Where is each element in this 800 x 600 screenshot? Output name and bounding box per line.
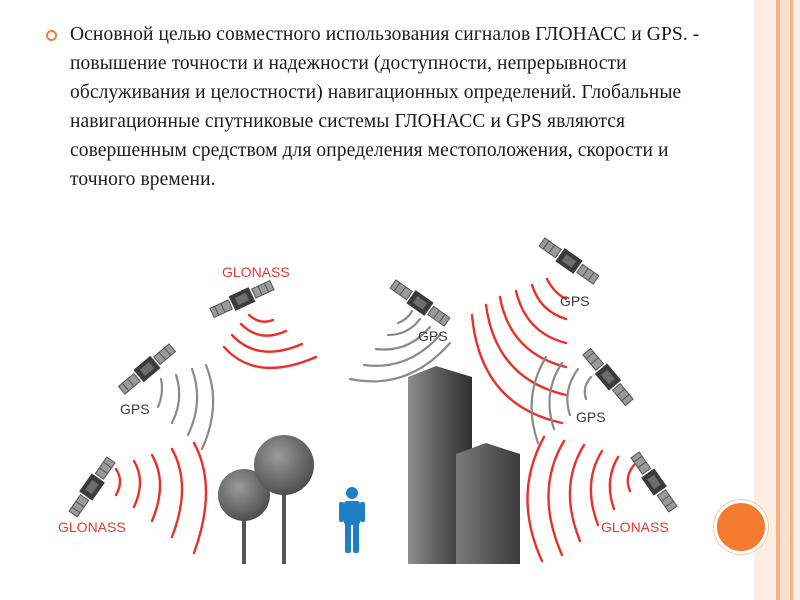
tree-left — [218, 469, 270, 564]
decorative-right-border — [754, 0, 800, 600]
satellite-icon-gps-right — [580, 346, 636, 408]
satellite-icon-glonass-top — [208, 277, 276, 321]
satellite-icon-gps-center — [387, 277, 453, 329]
accent-circle — [714, 500, 768, 554]
label-gps-center: GPS — [418, 328, 448, 344]
satellite-icon-glonass-left — [66, 454, 118, 520]
label-gps-right: GPS — [576, 409, 606, 425]
label-gps-right-top: GPS — [560, 293, 590, 309]
body-paragraph: Основной целью совместного использования… — [70, 24, 700, 190]
building-short — [456, 443, 520, 564]
glonass-gps-diagram: GLONASS GPS GLONASS GPS GPS GPS GLONASS — [46, 219, 700, 564]
person-icon — [339, 487, 365, 553]
bullet-point — [46, 30, 57, 41]
label-glonass-left: GLONASS — [58, 519, 126, 535]
signal-waves — [114, 277, 636, 563]
label-gps-left: GPS — [120, 401, 150, 417]
satellite-icon-glonass-right — [628, 449, 680, 515]
tree-right — [254, 435, 314, 564]
satellite-icon-gps-left — [116, 341, 178, 397]
label-glonass-top: GLONASS — [222, 264, 290, 280]
label-glonass-right: GLONASS — [601, 519, 669, 535]
